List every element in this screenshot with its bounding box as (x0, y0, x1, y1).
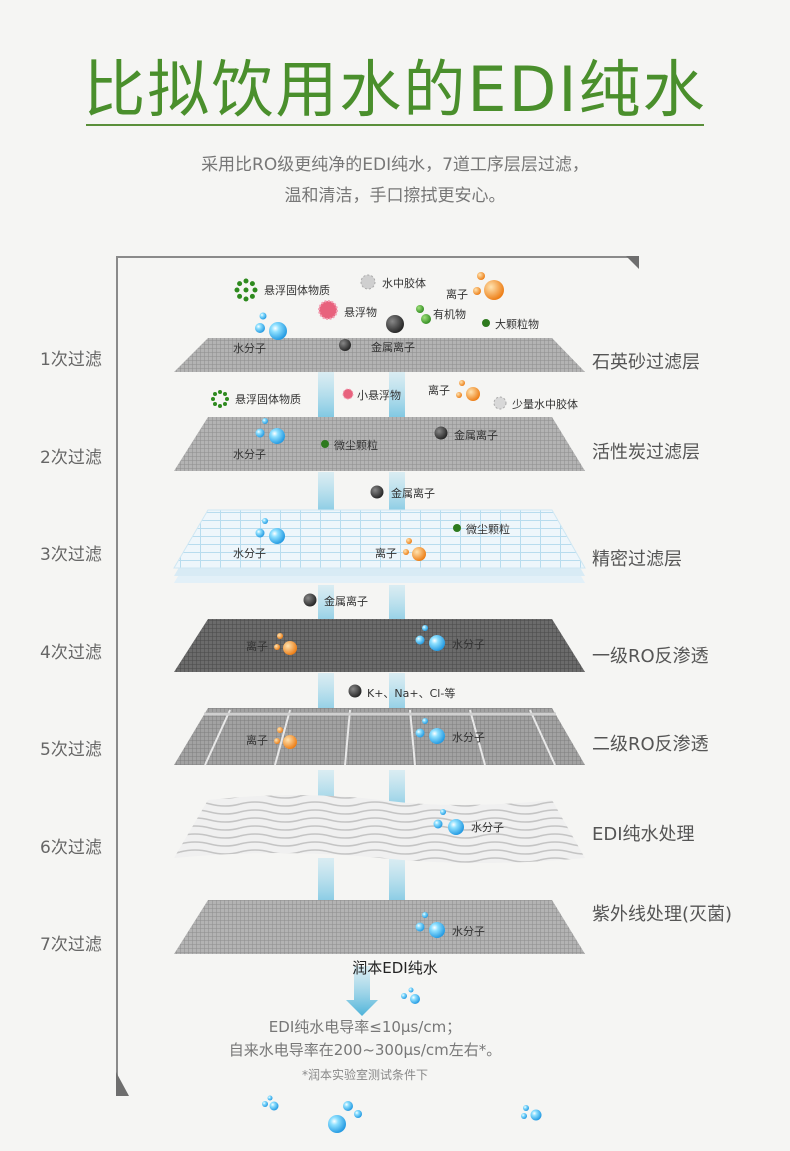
metal-ion-icon (386, 315, 404, 333)
ion-icon (274, 633, 297, 655)
colloid-icon (360, 274, 376, 290)
metal-ion-icon (348, 684, 362, 698)
layer-name-2: 活性炭过滤层 (592, 442, 700, 463)
particle-label: 金属离子 (371, 341, 415, 354)
title-divider (86, 124, 704, 126)
particle-label: 悬浮物 (344, 306, 377, 319)
ion-icon (274, 727, 297, 749)
stage-label-3: 3次过滤 (40, 545, 102, 565)
conductivity-edi: EDI纯水电导率≤10μs/cm； (268, 1018, 462, 1036)
particle-label: 离子 (446, 288, 468, 301)
conductivity-tap: 自来水电导率在200~300μs/cm左右*。 (228, 1041, 502, 1059)
particle-label: 水分子 (471, 821, 504, 834)
particle-label: 水分子 (233, 448, 266, 461)
water-molecule-icon (433, 809, 464, 835)
water-molecule-icon (328, 1101, 362, 1133)
particle-label: 离子 (428, 384, 450, 397)
particle-label: K+、Na+、Cl-等 (367, 687, 456, 700)
layer-name-4: 一级RO反渗透 (592, 646, 709, 667)
water-molecule-icon (415, 912, 445, 938)
particle-label: 水分子 (452, 731, 485, 744)
stage-label-7: 7次过滤 (40, 935, 102, 955)
stage-label-4: 4次过滤 (40, 643, 102, 663)
stage-label-1: 1次过滤 (40, 350, 102, 370)
water-molecule-icon (415, 718, 445, 744)
large-particle-icon (482, 319, 490, 327)
water-molecule-icon (401, 987, 420, 1004)
water-molecule-icon (415, 625, 445, 651)
colloid-icon (493, 396, 507, 410)
frame-corner-top-right (626, 256, 639, 269)
ion-icon (456, 380, 480, 401)
layer-quartz-sand (174, 338, 585, 372)
dust-icon (453, 524, 461, 532)
layer-name-1: 石英砂过滤层 (592, 352, 700, 373)
layer-edi (174, 795, 585, 863)
page-title: 比拟饮用水的EDI纯水 (83, 53, 707, 126)
particle-label: 金属离子 (391, 487, 435, 500)
organic-icon (416, 305, 431, 324)
subtitle-line-1: 采用比RO级更纯净的EDI纯水，7道工序层层过滤， (201, 155, 589, 175)
particle-label: 少量水中胶体 (512, 398, 578, 411)
stage-label-2: 2次过滤 (40, 448, 102, 468)
water-molecule-icon (262, 1095, 279, 1111)
filter-layers (173, 338, 586, 954)
suspended-solids-icon (211, 390, 229, 408)
particle-label: 微尘颗粒 (466, 523, 510, 536)
particle-label: 金属离子 (454, 429, 498, 442)
water-molecule-icon (521, 1105, 542, 1121)
particle-label: 微尘颗粒 (334, 439, 378, 452)
particle-label: 水分子 (233, 547, 266, 560)
test-note: *润本实验室测试条件下 (301, 1068, 428, 1082)
suspended-solids-icon (234, 278, 258, 302)
water-molecule-icon (255, 312, 287, 340)
particle-label: 金属离子 (324, 595, 368, 608)
stage-label-5: 5次过滤 (40, 740, 102, 760)
particle-label: 有机物 (433, 308, 466, 321)
particle-label: 离子 (375, 547, 397, 560)
layer-name-3: 精密过滤层 (592, 549, 682, 570)
stage-label-6: 6次过滤 (40, 838, 102, 858)
metal-ion-icon (339, 339, 351, 351)
layer-activated-carbon (174, 417, 585, 471)
layer-uv (174, 900, 585, 954)
suspended-icon (318, 300, 338, 320)
layer-name-5: 二级RO反渗透 (592, 734, 709, 755)
water-molecule-icon (255, 518, 285, 544)
particle-label: 水中胶体 (382, 277, 426, 290)
particle-label: 离子 (246, 640, 268, 653)
product-name: 润本EDI纯水 (352, 959, 438, 977)
dust-icon (321, 440, 329, 448)
small-suspended-icon (342, 388, 354, 400)
frame-left-line (116, 256, 118, 1096)
water-molecule-icon (255, 418, 285, 444)
metal-ion-icon (434, 426, 448, 440)
flow-arrow (346, 966, 378, 1016)
subtitle-line-2: 温和清洁，手口擦拭更安心。 (284, 186, 506, 206)
frame-corner-bottom-left (116, 1072, 129, 1096)
metal-ion-icon (303, 593, 317, 607)
layer-name-6: EDI纯水处理 (592, 824, 695, 845)
particle-label: 水分子 (452, 925, 485, 938)
particle-label: 离子 (246, 734, 268, 747)
frame-top-line (116, 256, 636, 258)
particle-label: 水分子 (452, 638, 485, 651)
particle-label: 悬浮固体物质 (235, 393, 301, 406)
ion-icon (473, 272, 504, 300)
particle-label: 悬浮固体物质 (264, 284, 330, 297)
layer-name-7: 紫外线处理(灭菌) (592, 904, 733, 925)
particles (211, 272, 542, 1133)
ion-icon (403, 538, 426, 561)
particle-label: 小悬浮物 (357, 389, 401, 402)
particle-label: 大颗粒物 (495, 318, 539, 331)
layer-ro-1 (174, 619, 585, 672)
particle-label: 水分子 (233, 342, 266, 355)
metal-ion-icon (370, 485, 384, 499)
layer-ro-2 (174, 708, 585, 766)
